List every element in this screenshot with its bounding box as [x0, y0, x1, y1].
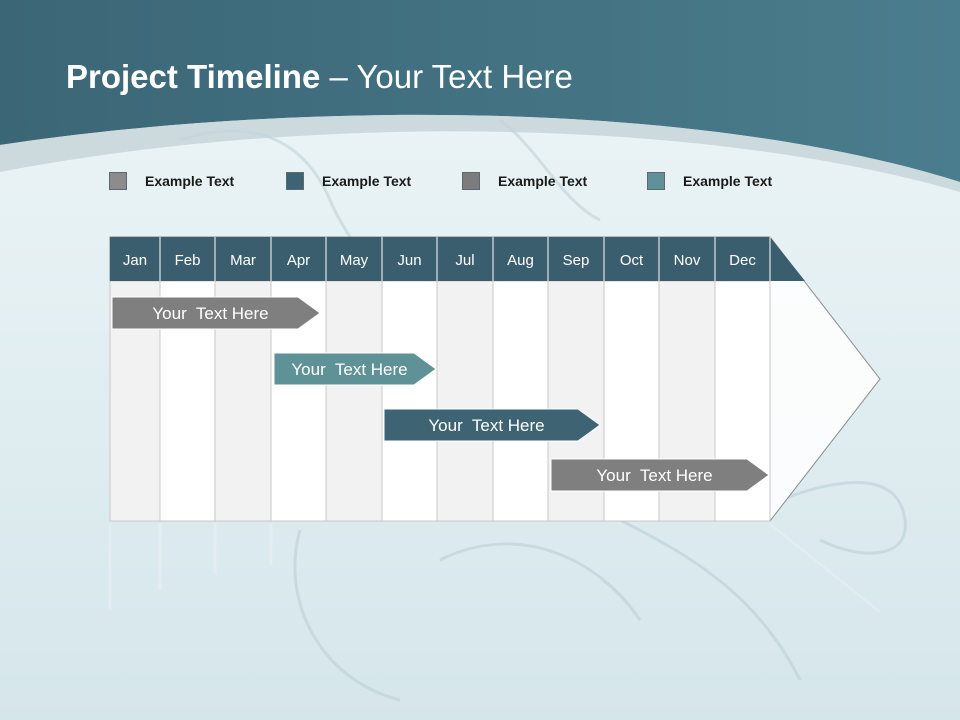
month-label-jul: Jul [455, 252, 474, 269]
month-label-dec: Dec [729, 252, 756, 269]
legend-item-4: Example Text [647, 170, 772, 192]
month-label-aug: Aug [507, 252, 534, 269]
title-main: Project Timeline [66, 58, 321, 95]
task-label-3: Your Text Here [428, 416, 544, 435]
legend-item-3: Example Text [462, 170, 587, 192]
title-subtitle: – Your Text Here [320, 58, 573, 95]
header-banner [0, 0, 960, 182]
legend-label-3: Example Text [498, 173, 588, 189]
month-label-nov: Nov [674, 252, 701, 269]
task-label-2: Your Text Here [291, 360, 407, 379]
task-arrow-1 [111, 296, 321, 330]
month-label-may: May [340, 252, 369, 269]
month-label-jun: Jun [397, 252, 421, 269]
month-column-may [325, 280, 383, 522]
task-label-4: Your Text Here [596, 466, 712, 485]
month-column-jun [381, 280, 438, 522]
month-label-oct: Oct [620, 252, 644, 269]
legend-swatch-1 [109, 172, 127, 190]
month-labels: Jan Feb Mar Apr May Jun Jul Aug Sep Oct Nov Dec [123, 252, 756, 269]
task-arrow-3 [383, 408, 601, 442]
legend-label-4: Example Text [683, 173, 773, 189]
legend-label-1: Example Text [145, 173, 235, 189]
month-label-feb: Feb [175, 252, 201, 269]
month-label-apr: Apr [287, 252, 310, 269]
legend-swatch-4 [647, 172, 665, 190]
task-arrow-4 [550, 458, 770, 492]
legend-item-1: Example Text [109, 170, 234, 192]
task-arrow-2 [273, 352, 437, 386]
month-column-aug [492, 280, 549, 522]
legend-swatch-3 [462, 172, 480, 190]
legend-swatch-2 [286, 172, 304, 190]
page-title: Project Timeline – Your Text Here [66, 58, 573, 96]
month-column-jul [436, 280, 494, 522]
legend-item-2: Example Text [286, 170, 411, 192]
month-label-sep: Sep [563, 252, 590, 269]
header-dividers [159, 237, 771, 281]
timeline-header-bar [110, 237, 805, 281]
task-label-1: Your Text Here [152, 304, 268, 323]
legend-label-2: Example Text [322, 173, 412, 189]
month-label-mar: Mar [230, 252, 256, 269]
banner-arc [0, 114, 960, 192]
timeline-reflection [108, 523, 881, 613]
month-label-jan: Jan [123, 252, 147, 269]
